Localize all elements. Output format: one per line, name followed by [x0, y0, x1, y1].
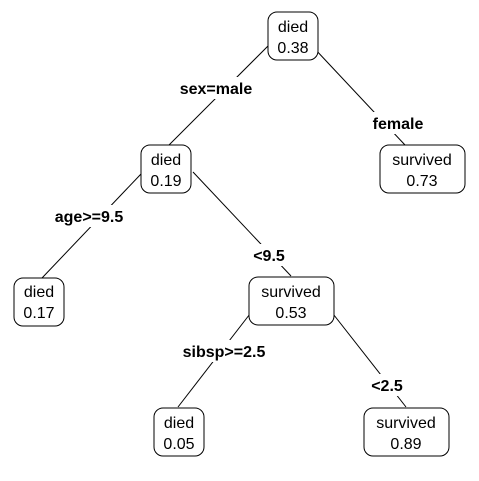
- node-male: died 0.19: [140, 144, 192, 194]
- node-male-value: 0.19: [150, 173, 181, 190]
- edge-label-age-ge: age>=9.5: [48, 205, 130, 227]
- node-root-value: 0.38: [277, 40, 308, 57]
- svg-text:sex=male: sex=male: [180, 81, 253, 98]
- svg-text:sibsp>=2.5: sibsp>=2.5: [183, 344, 266, 361]
- svg-text:female: female: [373, 116, 424, 133]
- node-female-class: survived: [392, 152, 452, 169]
- node-sibsp-lt-class: survived: [376, 415, 436, 432]
- edge-label-age-lt: <9.5: [248, 244, 290, 266]
- node-sibsp-ge: died 0.05: [153, 407, 205, 457]
- node-age-ge: died 0.17: [13, 277, 65, 327]
- node-root: died 0.38: [267, 11, 319, 61]
- node-sibsp-lt: survived 0.89: [363, 407, 450, 457]
- node-sibsp-ge-value: 0.05: [163, 436, 194, 453]
- edge-label-sibsp-lt: <2.5: [364, 374, 410, 396]
- edge-label-sex-female: female: [366, 112, 430, 134]
- node-age-lt: survived 0.53: [248, 276, 335, 326]
- node-age-lt-class: survived: [261, 284, 321, 301]
- svg-text:<9.5: <9.5: [253, 248, 285, 265]
- node-sibsp-ge-class: died: [164, 415, 194, 432]
- node-sibsp-lt-value: 0.89: [390, 436, 421, 453]
- node-female-value: 0.73: [406, 173, 437, 190]
- edge-label-sex-male: sex=male: [170, 77, 262, 99]
- node-male-class: died: [151, 152, 181, 169]
- node-age-ge-value: 0.17: [23, 305, 54, 322]
- node-female: survived 0.73: [379, 144, 466, 194]
- svg-text:age>=9.5: age>=9.5: [55, 209, 124, 226]
- svg-text:<2.5: <2.5: [371, 378, 403, 395]
- node-age-ge-class: died: [24, 284, 54, 301]
- node-age-lt-value: 0.53: [275, 305, 306, 322]
- node-root-class: died: [278, 19, 308, 36]
- edge-label-sibsp-ge: sibsp>=2.5: [174, 340, 274, 362]
